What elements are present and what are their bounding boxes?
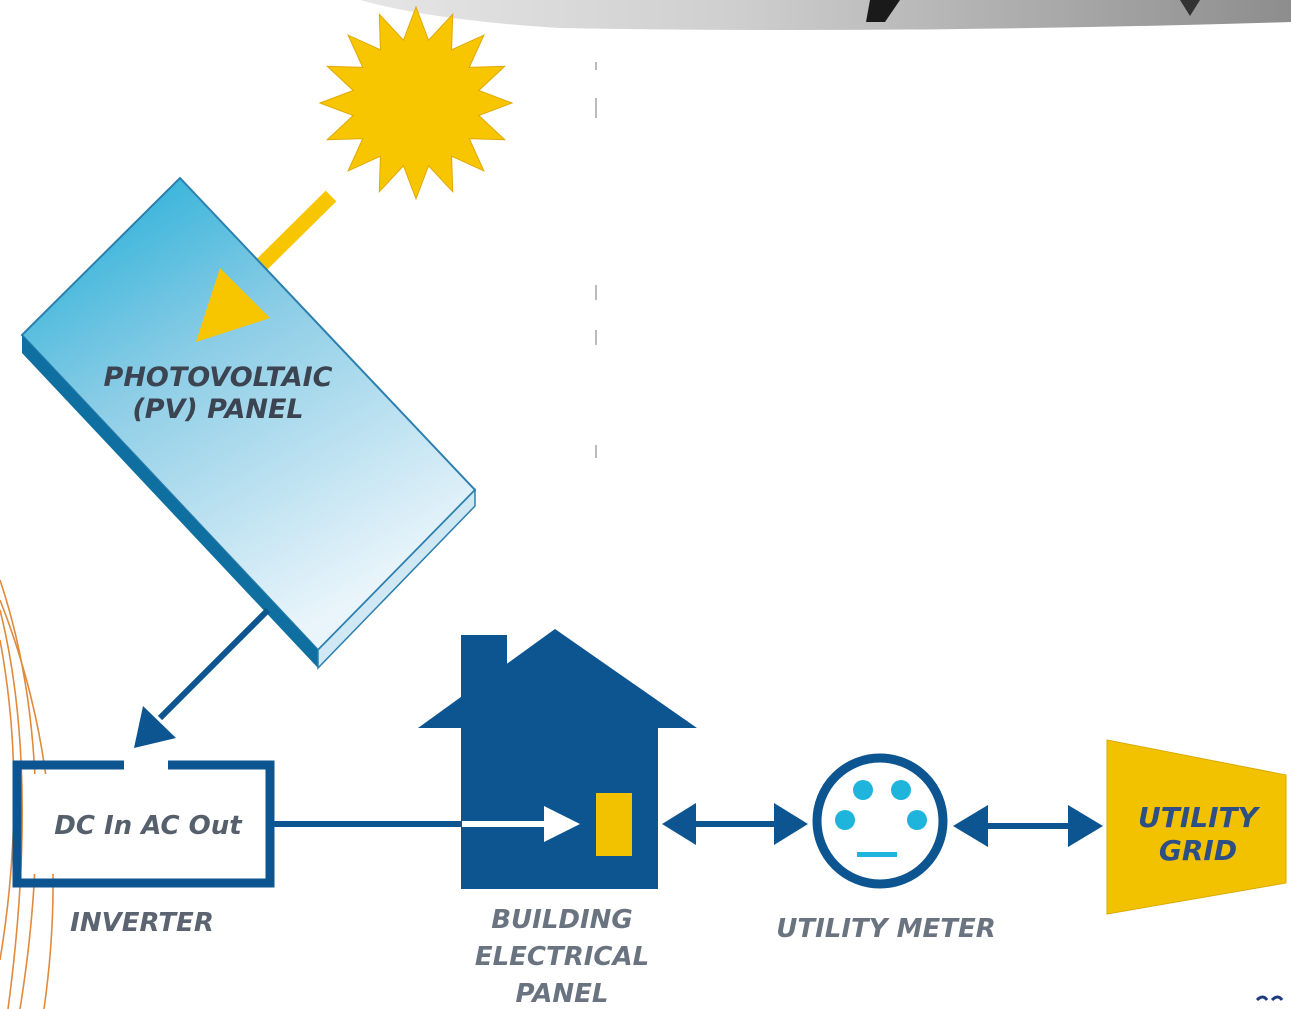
grid-label-line2: GRID	[1159, 834, 1237, 867]
building-label-line1: BUILDING	[491, 905, 633, 935]
pv-panel-label-line2: (PV) PANEL	[132, 394, 303, 425]
inverter-label: INVERTER	[70, 908, 214, 938]
pv-panel-label-line1: PHOTOVOLTAIC	[104, 362, 333, 393]
building-label-line3: PANEL	[516, 979, 609, 1009]
dc-flow-arrow	[134, 607, 271, 748]
meter-icon	[812, 753, 948, 889]
top-photo-strip	[360, 0, 1291, 30]
meter-grid-double-arrow	[953, 805, 1103, 847]
meter-label: UTILITY METER	[776, 914, 996, 944]
building-label-line2: ELECTRICAL	[475, 942, 649, 972]
sun-icon	[318, 5, 514, 201]
electrical-panel-box	[596, 793, 632, 856]
inverter-icon: DC In AC Out	[12, 760, 275, 888]
inverter-box-text: DC In AC Out	[54, 811, 243, 841]
logo-fragment	[1255, 995, 1284, 1002]
house-meter-double-arrow	[662, 803, 808, 845]
sunlight-arrow-head	[196, 268, 270, 342]
pv-panel-icon: PHOTOVOLTAIC (PV) PANEL	[20, 176, 477, 670]
grid-label-line1: UTILITY	[1138, 801, 1261, 834]
grid-icon: UTILITY GRID	[1106, 739, 1287, 915]
house-icon	[418, 629, 697, 889]
